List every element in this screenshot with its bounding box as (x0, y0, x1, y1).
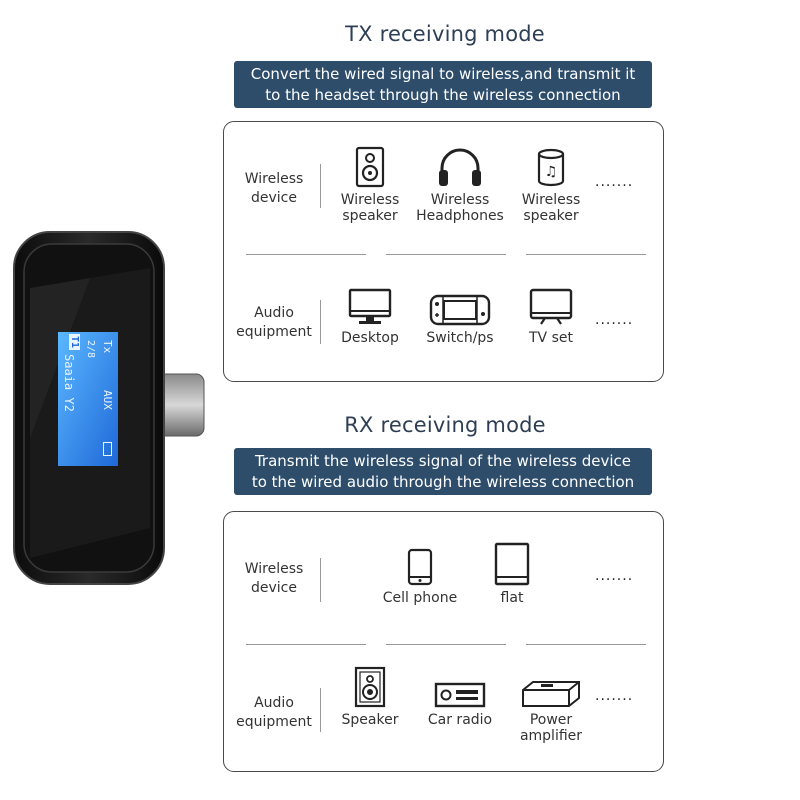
screen-text-group: T1 Saaia Y2 2/8 Tx AUX (58, 332, 118, 466)
row-label-line: Audio (254, 305, 294, 321)
more-dots: ....... (595, 568, 634, 584)
row-separator (246, 254, 366, 255)
item-label: TV set (529, 330, 573, 346)
more-dots: ....... (595, 174, 634, 190)
rx-item-tablet: flat (464, 542, 560, 606)
row-divider (320, 164, 321, 208)
rx-title: RX receiving mode (344, 413, 546, 437)
tablet-icon (464, 542, 560, 586)
smart-speaker-icon: ♫ (503, 144, 599, 188)
item-label: amplifier (519, 728, 583, 744)
screen-track: 2/8 (85, 340, 96, 359)
tx-row-2-label: Audio equipment (232, 304, 316, 342)
rx-banner: Transmit the wireless signal of the wire… (234, 448, 652, 495)
row-label-line: equipment (236, 324, 312, 340)
item-label: Cell phone (382, 590, 458, 606)
screen-mode: Tx (101, 340, 114, 354)
more-dots: ....... (595, 688, 634, 704)
row-divider (320, 558, 321, 602)
row-separator (526, 644, 646, 645)
row-separator (246, 644, 366, 645)
row-label-line: Wireless (244, 171, 304, 187)
row-label-line: device (251, 580, 297, 596)
item-label: Wireless (521, 192, 581, 208)
more-dots: ....... (595, 312, 634, 328)
row-label-line: device (251, 190, 297, 206)
item-label: speaker (523, 208, 579, 224)
rx-row-2-label: Audio equipment (232, 694, 316, 732)
row-separator (526, 254, 646, 255)
item-label: Headphones (416, 208, 504, 224)
rx-banner-line-2: to the wired audio through the wireless … (251, 472, 635, 491)
desktop-monitor-icon (322, 282, 418, 326)
rx-item-car-radio: Car radio (412, 664, 508, 728)
svg-text:♫: ♫ (545, 164, 558, 180)
item-label: Wireless (340, 192, 400, 208)
bluetooth-adapter-device: T1 Saaia Y2 2/8 Tx AUX (0, 228, 210, 588)
screen-badge: T1 (69, 334, 80, 351)
headphones-icon (412, 144, 508, 188)
tx-item-switch: Switch/ps (412, 282, 508, 346)
row-divider (320, 300, 321, 344)
item-label: speaker (342, 208, 398, 224)
device-screen (58, 332, 118, 466)
phone-icon (372, 542, 468, 586)
screen-source: AUX (101, 390, 114, 410)
amplifier-icon (503, 664, 599, 708)
row-separator (386, 254, 506, 255)
game-console-icon (412, 282, 508, 326)
tx-banner-line-2: to the headset through the wireless conn… (265, 85, 621, 104)
tx-banner-line-1: Convert the wired signal to wireless,and… (250, 64, 636, 83)
tv-icon (503, 282, 599, 326)
row-label-line: equipment (236, 714, 312, 730)
item-label: Switch/ps (426, 330, 494, 346)
item-label: flat (500, 590, 524, 606)
speaker-icon (322, 664, 418, 708)
bookshelf-speaker-icon (322, 144, 418, 188)
tx-item-tv: TV set (503, 282, 599, 346)
tx-item-desktop: Desktop (322, 282, 418, 346)
rx-item-speaker: Speaker (322, 664, 418, 728)
rx-banner-line-1: Transmit the wireless signal of the wire… (254, 451, 632, 470)
item-label: Power (529, 712, 573, 728)
rx-item-cell-phone: Cell phone (372, 542, 468, 606)
rx-row-1-label: Wireless device (232, 560, 316, 598)
row-label-line: Wireless (244, 561, 304, 577)
row-label-line: Audio (254, 695, 294, 711)
adapter-illustration (13, 231, 205, 585)
screen-device-name: Saaia Y2 (62, 354, 76, 412)
item-label: Wireless (430, 192, 490, 208)
car-radio-icon (412, 664, 508, 708)
tx-row-1-label: Wireless device (232, 170, 316, 208)
tx-title: TX receiving mode (345, 22, 545, 46)
row-divider (320, 688, 321, 732)
battery-icon (103, 442, 112, 456)
item-label: Speaker (341, 712, 399, 728)
tx-banner: Convert the wired signal to wireless,and… (234, 61, 652, 108)
item-label: Desktop (341, 330, 399, 346)
rx-panel: Wireless device Cell phone flat ....... … (223, 511, 664, 772)
row-separator (386, 644, 506, 645)
item-label: Car radio (427, 712, 493, 728)
